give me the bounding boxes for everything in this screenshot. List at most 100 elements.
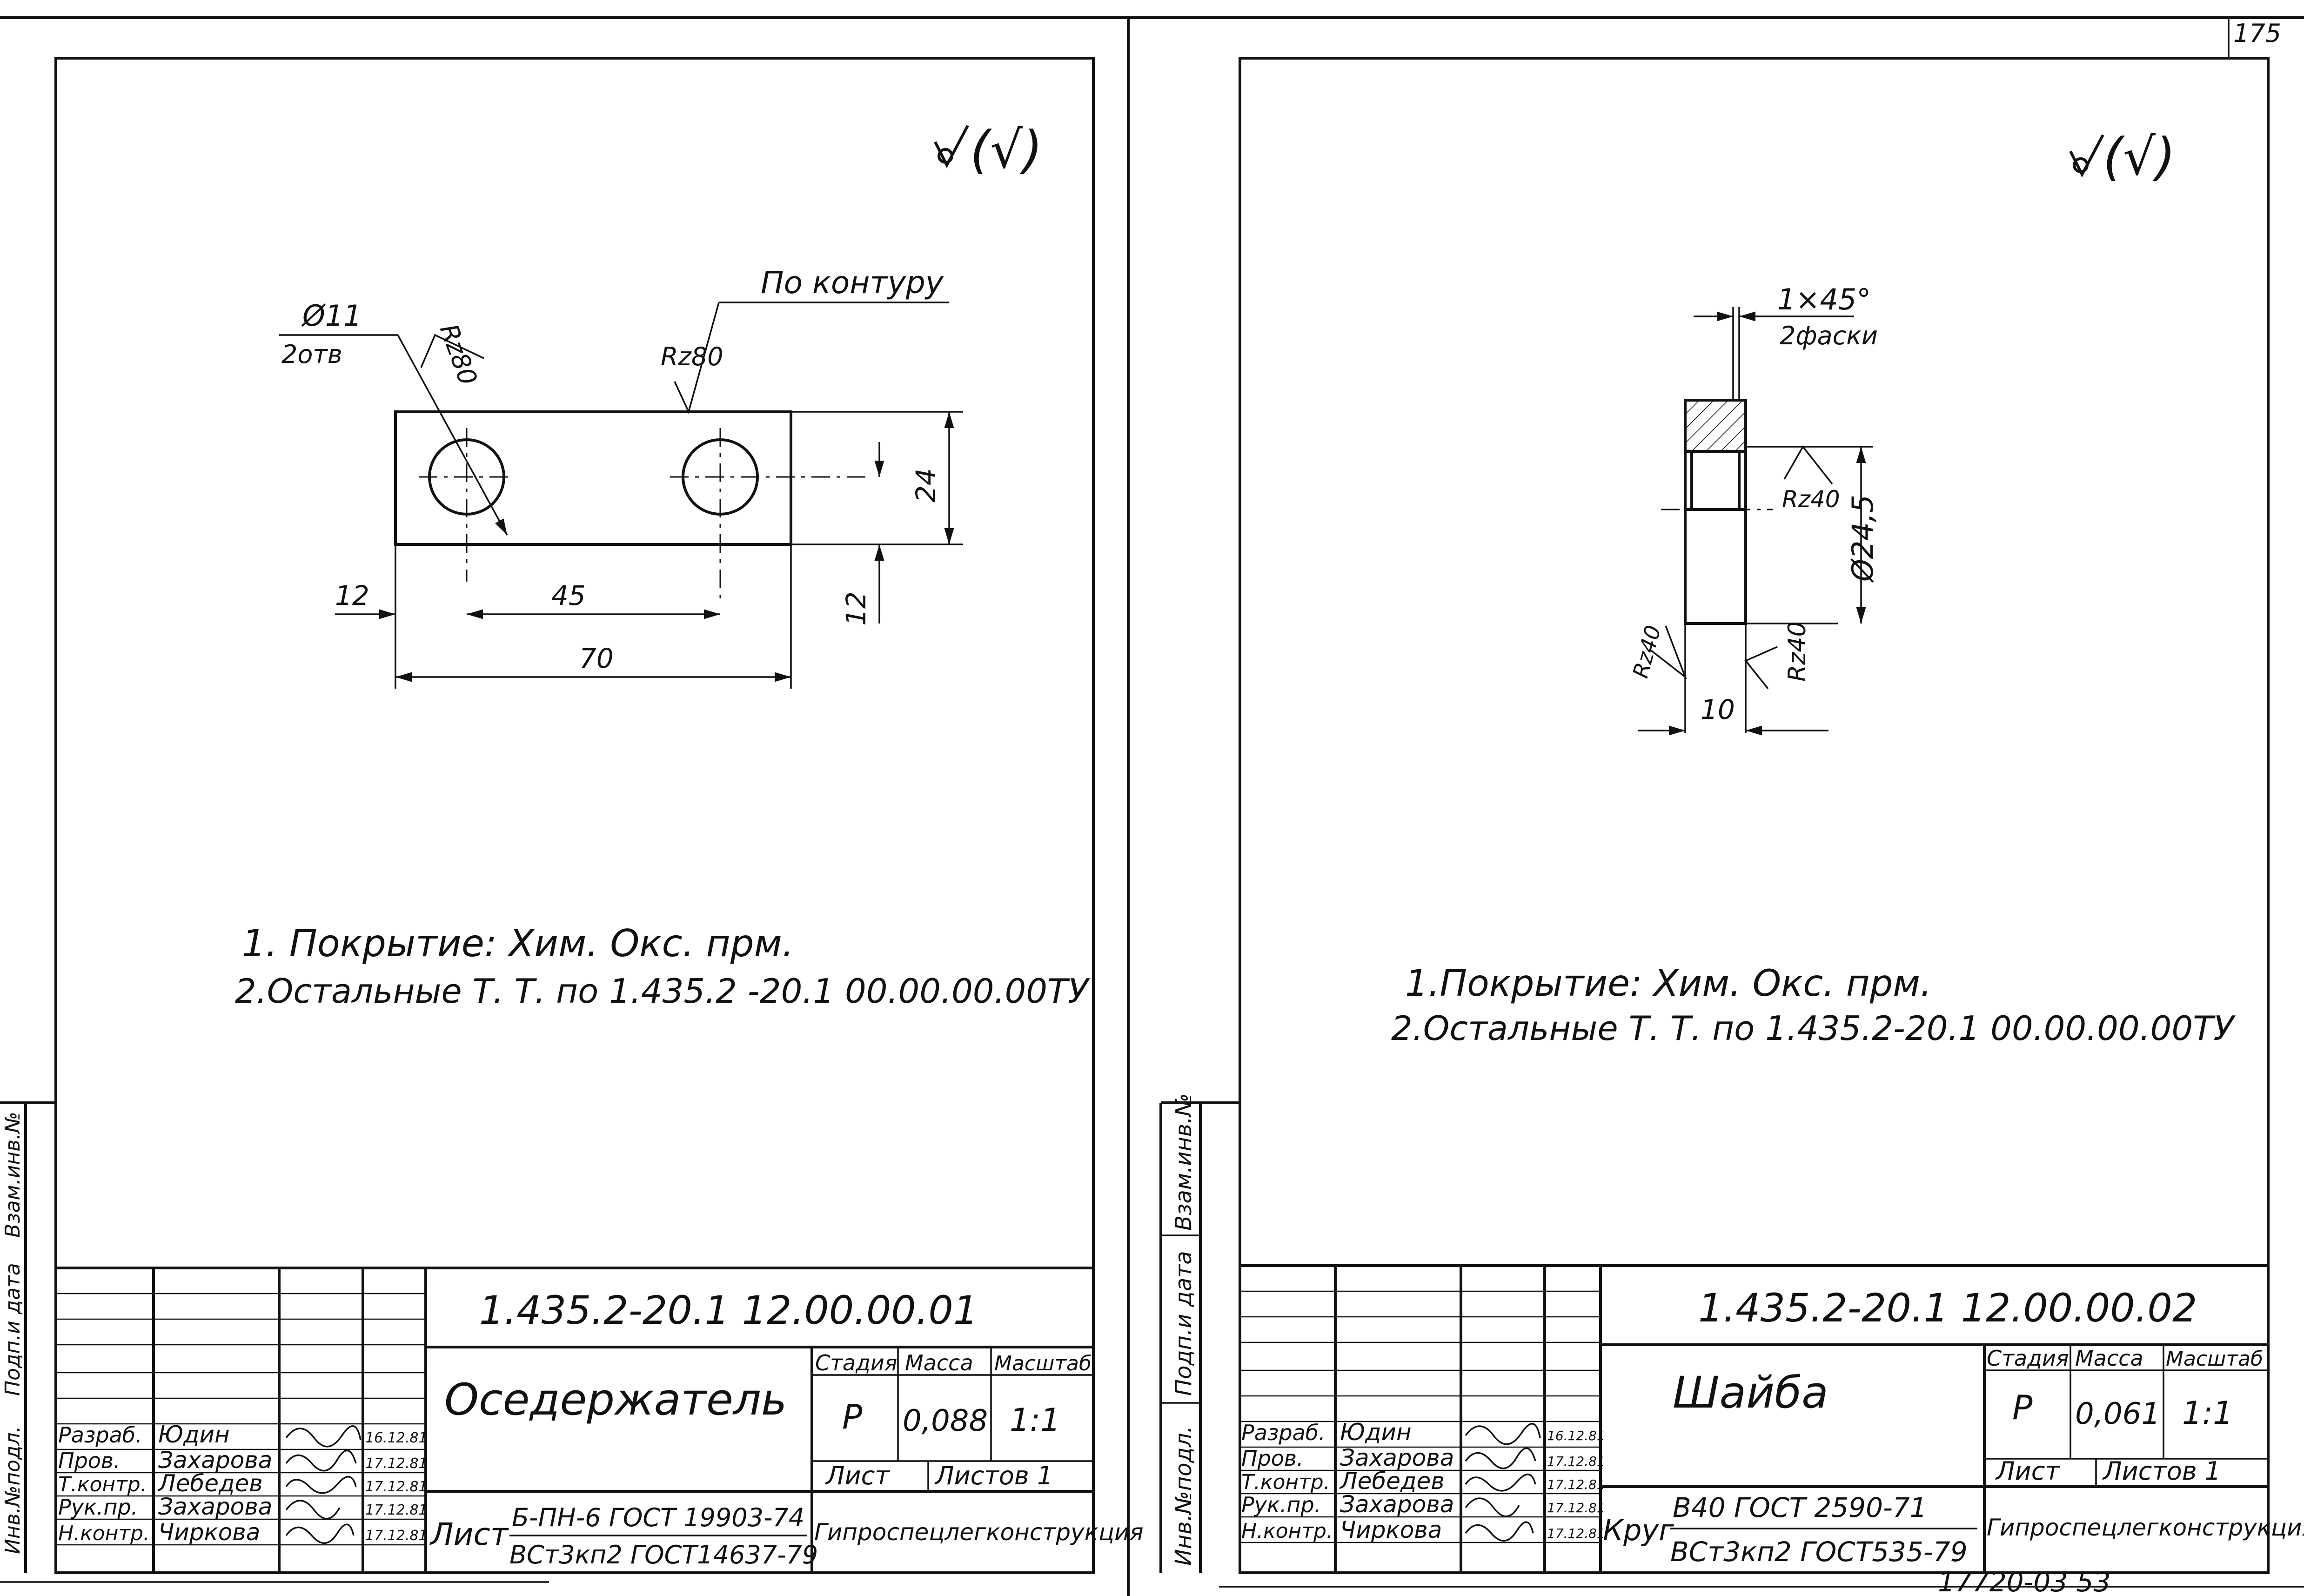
left-side-strip: Инв.№подл. Подп.и дата Взам.инв.№ — [0, 1101, 56, 1573]
left-material-prefix: Лист — [429, 1516, 509, 1552]
right-sheet-lbl: Лист — [1995, 1456, 2060, 1486]
right-sheets-lbl: Листов 1 — [2102, 1456, 2221, 1486]
left-scale: 1:1 — [1010, 1402, 1060, 1439]
left-name-4: Чиркова — [158, 1519, 260, 1546]
right-date-3: 17.12.81 — [1547, 1500, 1605, 1516]
rz-right-label: Rz40 — [1783, 621, 1811, 682]
right-note-1: 1.Покрытие: Хим. Окс. прм. — [1405, 963, 1932, 1005]
right-mass: 0,061 — [2075, 1397, 2160, 1431]
right-mass-hdr: Масса — [2075, 1346, 2143, 1371]
right-material-2: ВСт3кп2 ГОСТ535-79 — [1670, 1536, 1968, 1568]
right-title-block: 1.435.2-20.1 12.00.00.02 Шайба Стадия Ма… — [1240, 1264, 2304, 1573]
rz-bore-label: Rz40 — [1782, 486, 1840, 513]
right-doc-code: 1.435.2-20.1 12.00.00.02 — [1698, 1285, 2197, 1331]
left-role-3: Рук.пр. — [58, 1495, 138, 1520]
left-mass: 0,088 — [903, 1404, 988, 1438]
left-role-0: Разраб. — [58, 1422, 142, 1448]
right-material-1: В40 ГОСТ 2590-71 — [1673, 1492, 1927, 1523]
right-scale: 1:1 — [2182, 1395, 2233, 1432]
left-stage: Р — [842, 1397, 863, 1436]
right-frame — [1239, 57, 2270, 1574]
left-name-2: Лебедев — [157, 1470, 263, 1497]
right-material-prefix: Круг — [1603, 1513, 1674, 1547]
right-role-2: Т.контр. — [1241, 1470, 1330, 1494]
left-roughness-text: (√) — [970, 120, 1043, 180]
right-name-3: Захарова — [1340, 1491, 1454, 1518]
left-role-1: Пров. — [58, 1448, 121, 1473]
chamfer-note: 2фаски — [1780, 321, 1878, 350]
left-sheet: Инв.№подл. Подп.и дата Взам.инв.№ (√) — [0, 57, 1144, 1574]
left-sheets-lbl: Листов 1 — [934, 1461, 1053, 1490]
right-sheet: 175 Инв.№подл. Подп.и дата Взам.инв.№ (√… — [1159, 18, 2304, 1596]
dim-24: 24 — [910, 468, 942, 503]
left-scale-hdr: Масштаб — [994, 1352, 1092, 1375]
dim-12-left: 12 — [335, 580, 369, 611]
right-org: Гипроспецлегконструкция — [1987, 1514, 2304, 1541]
right-name-4: Чиркова — [1340, 1516, 1442, 1543]
left-material-2: ВСт3кп2 ГОСТ14637-79 — [509, 1540, 818, 1569]
dia-label: Ø24,5 — [1846, 495, 1880, 583]
left-material-1: Б-ПН-6 ГОСТ 19903-74 — [512, 1503, 804, 1532]
left-stage-hdr: Стадия — [815, 1350, 897, 1375]
left-title: Оседержатель — [444, 1375, 787, 1425]
right-name-1: Захарова — [1340, 1444, 1454, 1471]
right-side-strip-swap: Взам.инв.№ — [1171, 1093, 1197, 1231]
contour-note: По контуру — [761, 265, 944, 301]
dim-12-right: 12 — [840, 591, 872, 626]
left-date-1: 17.12.81 — [365, 1455, 428, 1472]
left-note-1: 1. Покрытие: Хим. Окс. прм. — [242, 922, 794, 965]
right-date-2: 17.12.81 — [1547, 1477, 1605, 1492]
left-role-4: Н.контр. — [58, 1522, 150, 1545]
left-date-3: 17.12.81 — [365, 1502, 428, 1518]
right-role-3: Рук.пр. — [1241, 1492, 1321, 1517]
left-doc-code: 1.435.2-20.1 12.00.00.01 — [479, 1288, 978, 1333]
left-signatures — [285, 1425, 362, 1544]
right-signatures — [1465, 1423, 1541, 1542]
left-sheet-lbl: Лист — [825, 1461, 890, 1490]
hole-dia-label: Ø11 — [301, 299, 362, 333]
left-date-0: 16.12.81 — [365, 1430, 428, 1446]
right-stage: Р — [2012, 1388, 2033, 1427]
left-title-block: 1.435.2-20.1 12.00.00.01 Оседержатель Ст… — [56, 1267, 1144, 1573]
left-name-3: Захарова — [158, 1493, 272, 1520]
left-date-4: 17.12.81 — [365, 1528, 428, 1544]
right-side-strip-inv: Инв.№подл. — [1171, 1426, 1197, 1566]
right-role-0: Разраб. — [1241, 1420, 1326, 1445]
left-mass-hdr: Масса — [905, 1350, 973, 1375]
right-date-0: 16.12.81 — [1547, 1428, 1605, 1443]
right-part-drawing: 1×45° 2фаски Ø24,5 Rz40 10 Rz40 Rz40 — [1628, 282, 1880, 736]
right-scale-hdr: Масштаб — [2166, 1347, 2263, 1371]
left-part-drawing: 12 45 70 24 12 Ø11 2отв Rz80 Rz80 По кон… — [279, 265, 963, 689]
left-name-0: Юдин — [158, 1421, 230, 1448]
left-date-2: 17.12.81 — [365, 1479, 428, 1495]
left-org: Гипроспецлегконструкция — [814, 1519, 1144, 1546]
right-roughness-text: (√) — [2103, 127, 2176, 187]
dim-70: 70 — [579, 643, 614, 674]
right-stage-hdr: Стадия — [1987, 1346, 2069, 1371]
left-note-2: 2.Остальные Т. Т. по 1.435.2 -20.1 00.00… — [235, 972, 1090, 1011]
right-role-1: Пров. — [1241, 1446, 1304, 1471]
washer-section — [1684, 399, 1747, 453]
right-side-strip: Инв.№подл. Подп.и дата Взам.инв.№ — [1159, 1093, 1240, 1573]
left-role-2: Т.контр. — [58, 1473, 147, 1496]
left-roughness-symbol: (√) — [934, 120, 1043, 180]
side-strip-swap: Взам.инв.№ — [1, 1112, 25, 1238]
right-side-strip-sign: Подп.и дата — [1171, 1251, 1197, 1396]
archive-number: 17720-03 53 — [1938, 1566, 2110, 1596]
right-title: Шайба — [1673, 1368, 1828, 1418]
left-frame — [54, 57, 1095, 1574]
left-name-1: Захарова — [158, 1447, 272, 1474]
chamfer-label: 1×45° — [1777, 282, 1871, 316]
rz-left-label: Rz40 — [1628, 623, 1666, 681]
hole-count-label: 2отв — [281, 340, 342, 369]
right-name-2: Лебедев — [1339, 1468, 1445, 1495]
right-date-4: 17.12.81 — [1547, 1526, 1605, 1541]
rz-contour-label: Rz80 — [661, 342, 723, 371]
side-strip-sign: Подп.и дата — [1, 1263, 25, 1396]
right-roughness-symbol: (√) — [2069, 127, 2176, 187]
right-note-2: 2.Остальные Т. Т. по 1.435.2-20.1 00.00.… — [1391, 1009, 2236, 1048]
page-number: 175 — [2233, 19, 2281, 48]
right-date-1: 17.12.81 — [1547, 1454, 1605, 1469]
dim-10: 10 — [1701, 694, 1735, 725]
